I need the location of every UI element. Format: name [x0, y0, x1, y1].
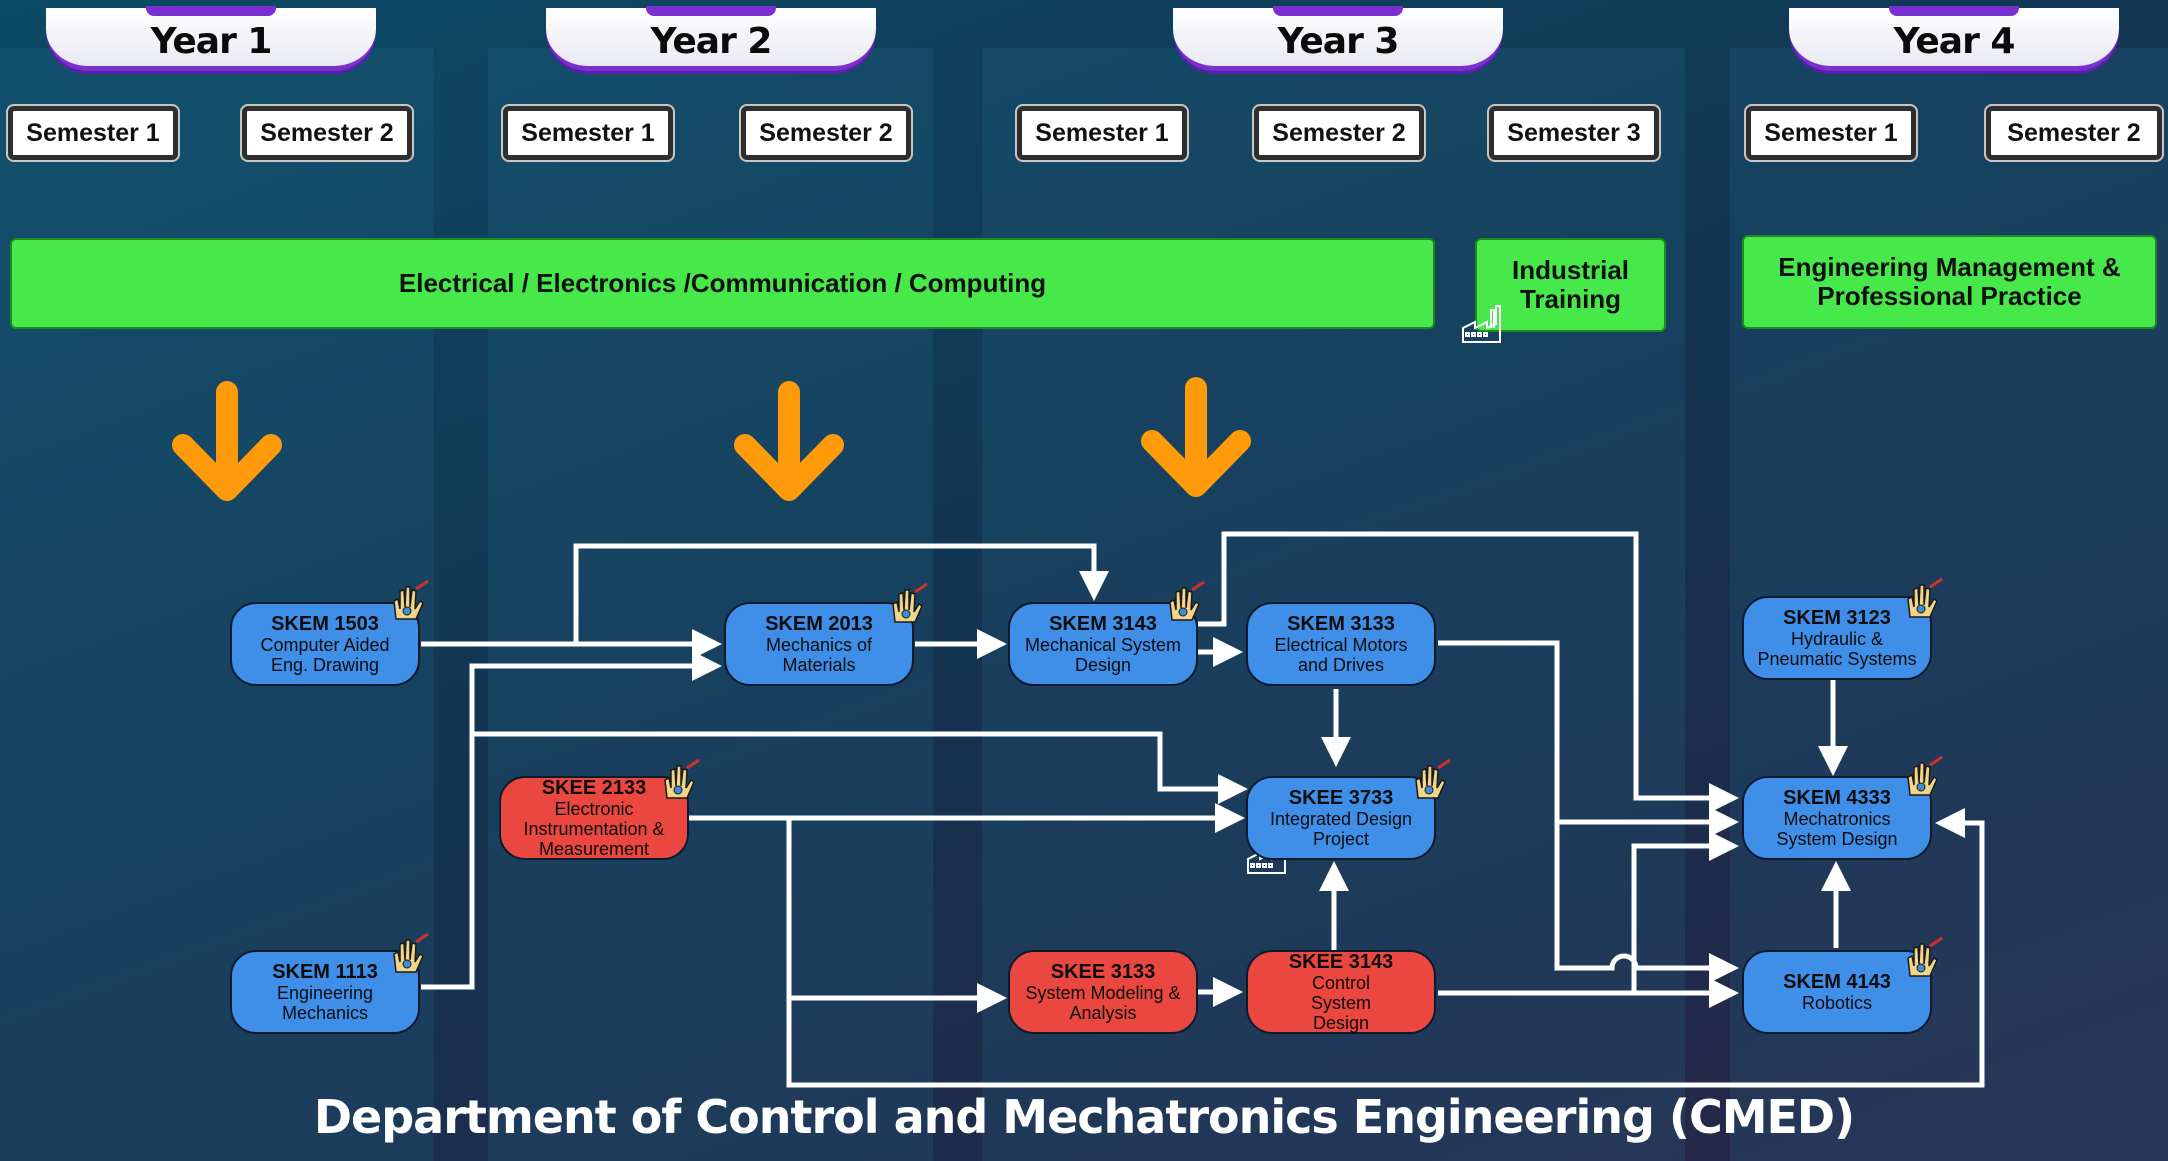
course-name: Computer Aided Eng. Drawing — [260, 635, 390, 675]
hand-gear-icon — [1415, 758, 1451, 799]
course-name: Mechanics of Materials — [765, 635, 873, 675]
eec-track-box[interactable]: Electrical / Electronics /Communication … — [10, 238, 1435, 329]
hand-gear-icon — [393, 579, 429, 620]
course-code: SKEE 3143 — [1288, 951, 1394, 973]
course-code: SKEE 2133 — [541, 777, 647, 799]
course-name: Integrated Design Project — [1269, 809, 1413, 849]
eec-track-label: Electrical / Electronics /Communication … — [398, 268, 1047, 298]
course-code: SKEE 3733 — [1288, 787, 1394, 809]
hand-gear-icon — [393, 932, 429, 973]
course-name: Hydraulic & Pneumatic Systems — [1757, 629, 1917, 669]
connector-2133-4333 — [786, 808, 1985, 1088]
course-skee3733[interactable]: SKEE 3733 Integrated Design Project — [1246, 776, 1436, 860]
connector-1113-3733 — [472, 731, 1248, 804]
y4-semester-1[interactable]: Semester 1 — [1744, 104, 1918, 162]
course-name: Electronic Instrumentation & Measurement — [523, 799, 665, 859]
connector-2133-3133 — [786, 818, 1007, 1013]
course-skee3143[interactable]: SKEE 3143 Control System Design — [1246, 950, 1436, 1034]
management-track-box[interactable]: Engineering Management & Professional Pr… — [1742, 235, 2157, 329]
connector-3143-4333 — [1198, 531, 1739, 813]
connector-1113-2013 — [421, 651, 722, 990]
y2-semester-2[interactable]: Semester 2 — [739, 104, 913, 162]
course-name: Robotics — [1801, 993, 1873, 1013]
industrial-training-box[interactable]: Industrial Training — [1475, 238, 1666, 332]
department-title: Department of Control and Mechatronics E… — [313, 1090, 1855, 1144]
course-skem4333[interactable]: SKEM 4333 Mechatronics System Design — [1742, 776, 1932, 860]
course-skem3143[interactable]: SKEM 3143 Mechanical System Design — [1008, 602, 1198, 686]
course-code: SKEM 3133 — [1287, 613, 1395, 635]
y2-semester-1[interactable]: Semester 1 — [501, 104, 675, 162]
y3-semester-2[interactable]: Semester 2 — [1252, 104, 1426, 162]
course-name: Control System Design — [1310, 973, 1371, 1033]
down-arrow-icon — [172, 381, 282, 501]
course-code: SKEM 4143 — [1783, 971, 1891, 993]
course-code: SKEM 2013 — [765, 613, 873, 635]
y1-semester-1[interactable]: Semester 1 — [6, 104, 180, 162]
course-name: System Modeling & Analysis — [1025, 983, 1181, 1023]
y3-semester-1[interactable]: Semester 1 — [1015, 104, 1189, 162]
course-skem3123[interactable]: SKEM 3123 Hydraulic & Pneumatic Systems — [1742, 596, 1932, 680]
connector-3133-4333 — [1438, 640, 1739, 837]
course-name: Mechanical System Design — [1024, 635, 1182, 675]
course-skem1503[interactable]: SKEM 1503 Computer Aided Eng. Drawing — [230, 602, 420, 686]
course-skee2133[interactable]: SKEE 2133 Electronic Instrumentation & M… — [499, 776, 689, 860]
course-code: SKEM 1113 — [272, 961, 378, 983]
course-name: Mechatronics System Design — [1776, 809, 1898, 849]
y4-semester-2[interactable]: Semester 2 — [1984, 104, 2164, 162]
year-4-tab[interactable]: Year 4 — [1789, 6, 2119, 71]
management-track-label: Engineering Management & Professional Pr… — [1778, 252, 2121, 311]
hand-gear-icon — [1907, 755, 1943, 796]
course-skem1113[interactable]: SKEM 1113 Engineering Mechanics — [230, 950, 420, 1034]
connector-3143ctl-4333 — [1631, 831, 1739, 993]
course-code: SKEE 3133 — [1050, 961, 1156, 983]
hand-gear-icon — [1169, 580, 1205, 621]
course-skem3133[interactable]: SKEM 3133 Electrical Motors and Drives — [1246, 602, 1436, 686]
y3-semester-3[interactable]: Semester 3 — [1487, 104, 1661, 162]
industrial-training-label: Industrial Training — [1511, 255, 1629, 314]
factory-icon — [1462, 305, 1501, 343]
course-code: SKEM 1503 — [271, 613, 379, 635]
hand-gear-icon — [892, 582, 928, 623]
course-skem2013[interactable]: SKEM 2013 Mechanics of Materials — [724, 602, 914, 686]
course-code: SKEM 3143 — [1049, 613, 1157, 635]
course-skee3133[interactable]: SKEE 3133 System Modeling & Analysis — [1008, 950, 1198, 1034]
year-3-tab[interactable]: Year 3 — [1173, 6, 1503, 71]
course-code: SKEM 4333 — [1783, 787, 1891, 809]
course-skem4143[interactable]: SKEM 4143 Robotics — [1742, 950, 1932, 1034]
year-2-tab[interactable]: Year 2 — [546, 6, 876, 71]
connector-1503-3143 — [573, 543, 1109, 644]
hand-gear-icon — [664, 758, 700, 799]
down-arrow-icon — [734, 381, 844, 501]
y1-semester-2[interactable]: Semester 2 — [240, 104, 414, 162]
course-name: Engineering Mechanics — [276, 983, 374, 1023]
down-arrow-icon — [1141, 377, 1251, 497]
course-code: SKEM 3123 — [1783, 607, 1891, 629]
course-name: Electrical Motors and Drives — [1274, 635, 1408, 675]
hand-gear-icon — [1907, 577, 1943, 618]
hand-gear-icon — [1907, 936, 1943, 977]
year-1-tab[interactable]: Year 1 — [46, 6, 376, 71]
